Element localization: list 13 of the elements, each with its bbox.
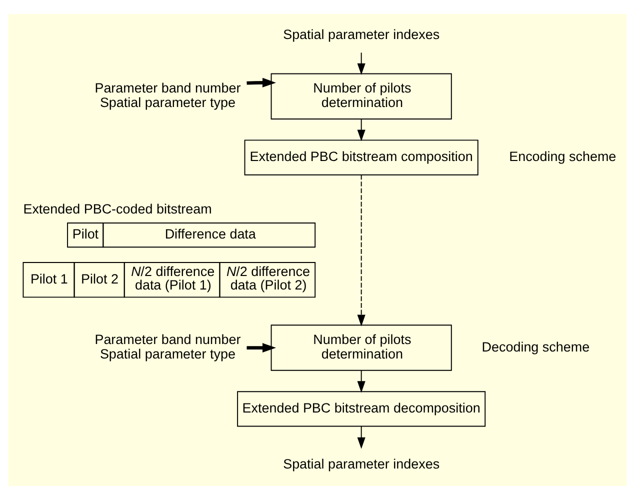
node-text: Spatial parameter indexes [283,26,440,42]
label: Pilot 1 [30,271,68,286]
label: Extended PBC-coded bitstream [23,202,212,217]
node-text: Spatial parameter indexes [283,456,440,472]
node-text: Parameter band number Spatial parameter type [94,80,241,110]
node-text: Parameter band number Spatial parameter type [94,332,241,362]
label: N/2 difference data (Pilot 1) [131,264,215,293]
label: Pilot [72,226,99,242]
label: Encoding scheme [509,149,616,164]
label: Decoding scheme [482,339,590,354]
label: N/2 difference data (Pilot 2) [226,264,310,293]
label: Pilot 2 [81,271,118,286]
label: Difference data [164,226,256,242]
